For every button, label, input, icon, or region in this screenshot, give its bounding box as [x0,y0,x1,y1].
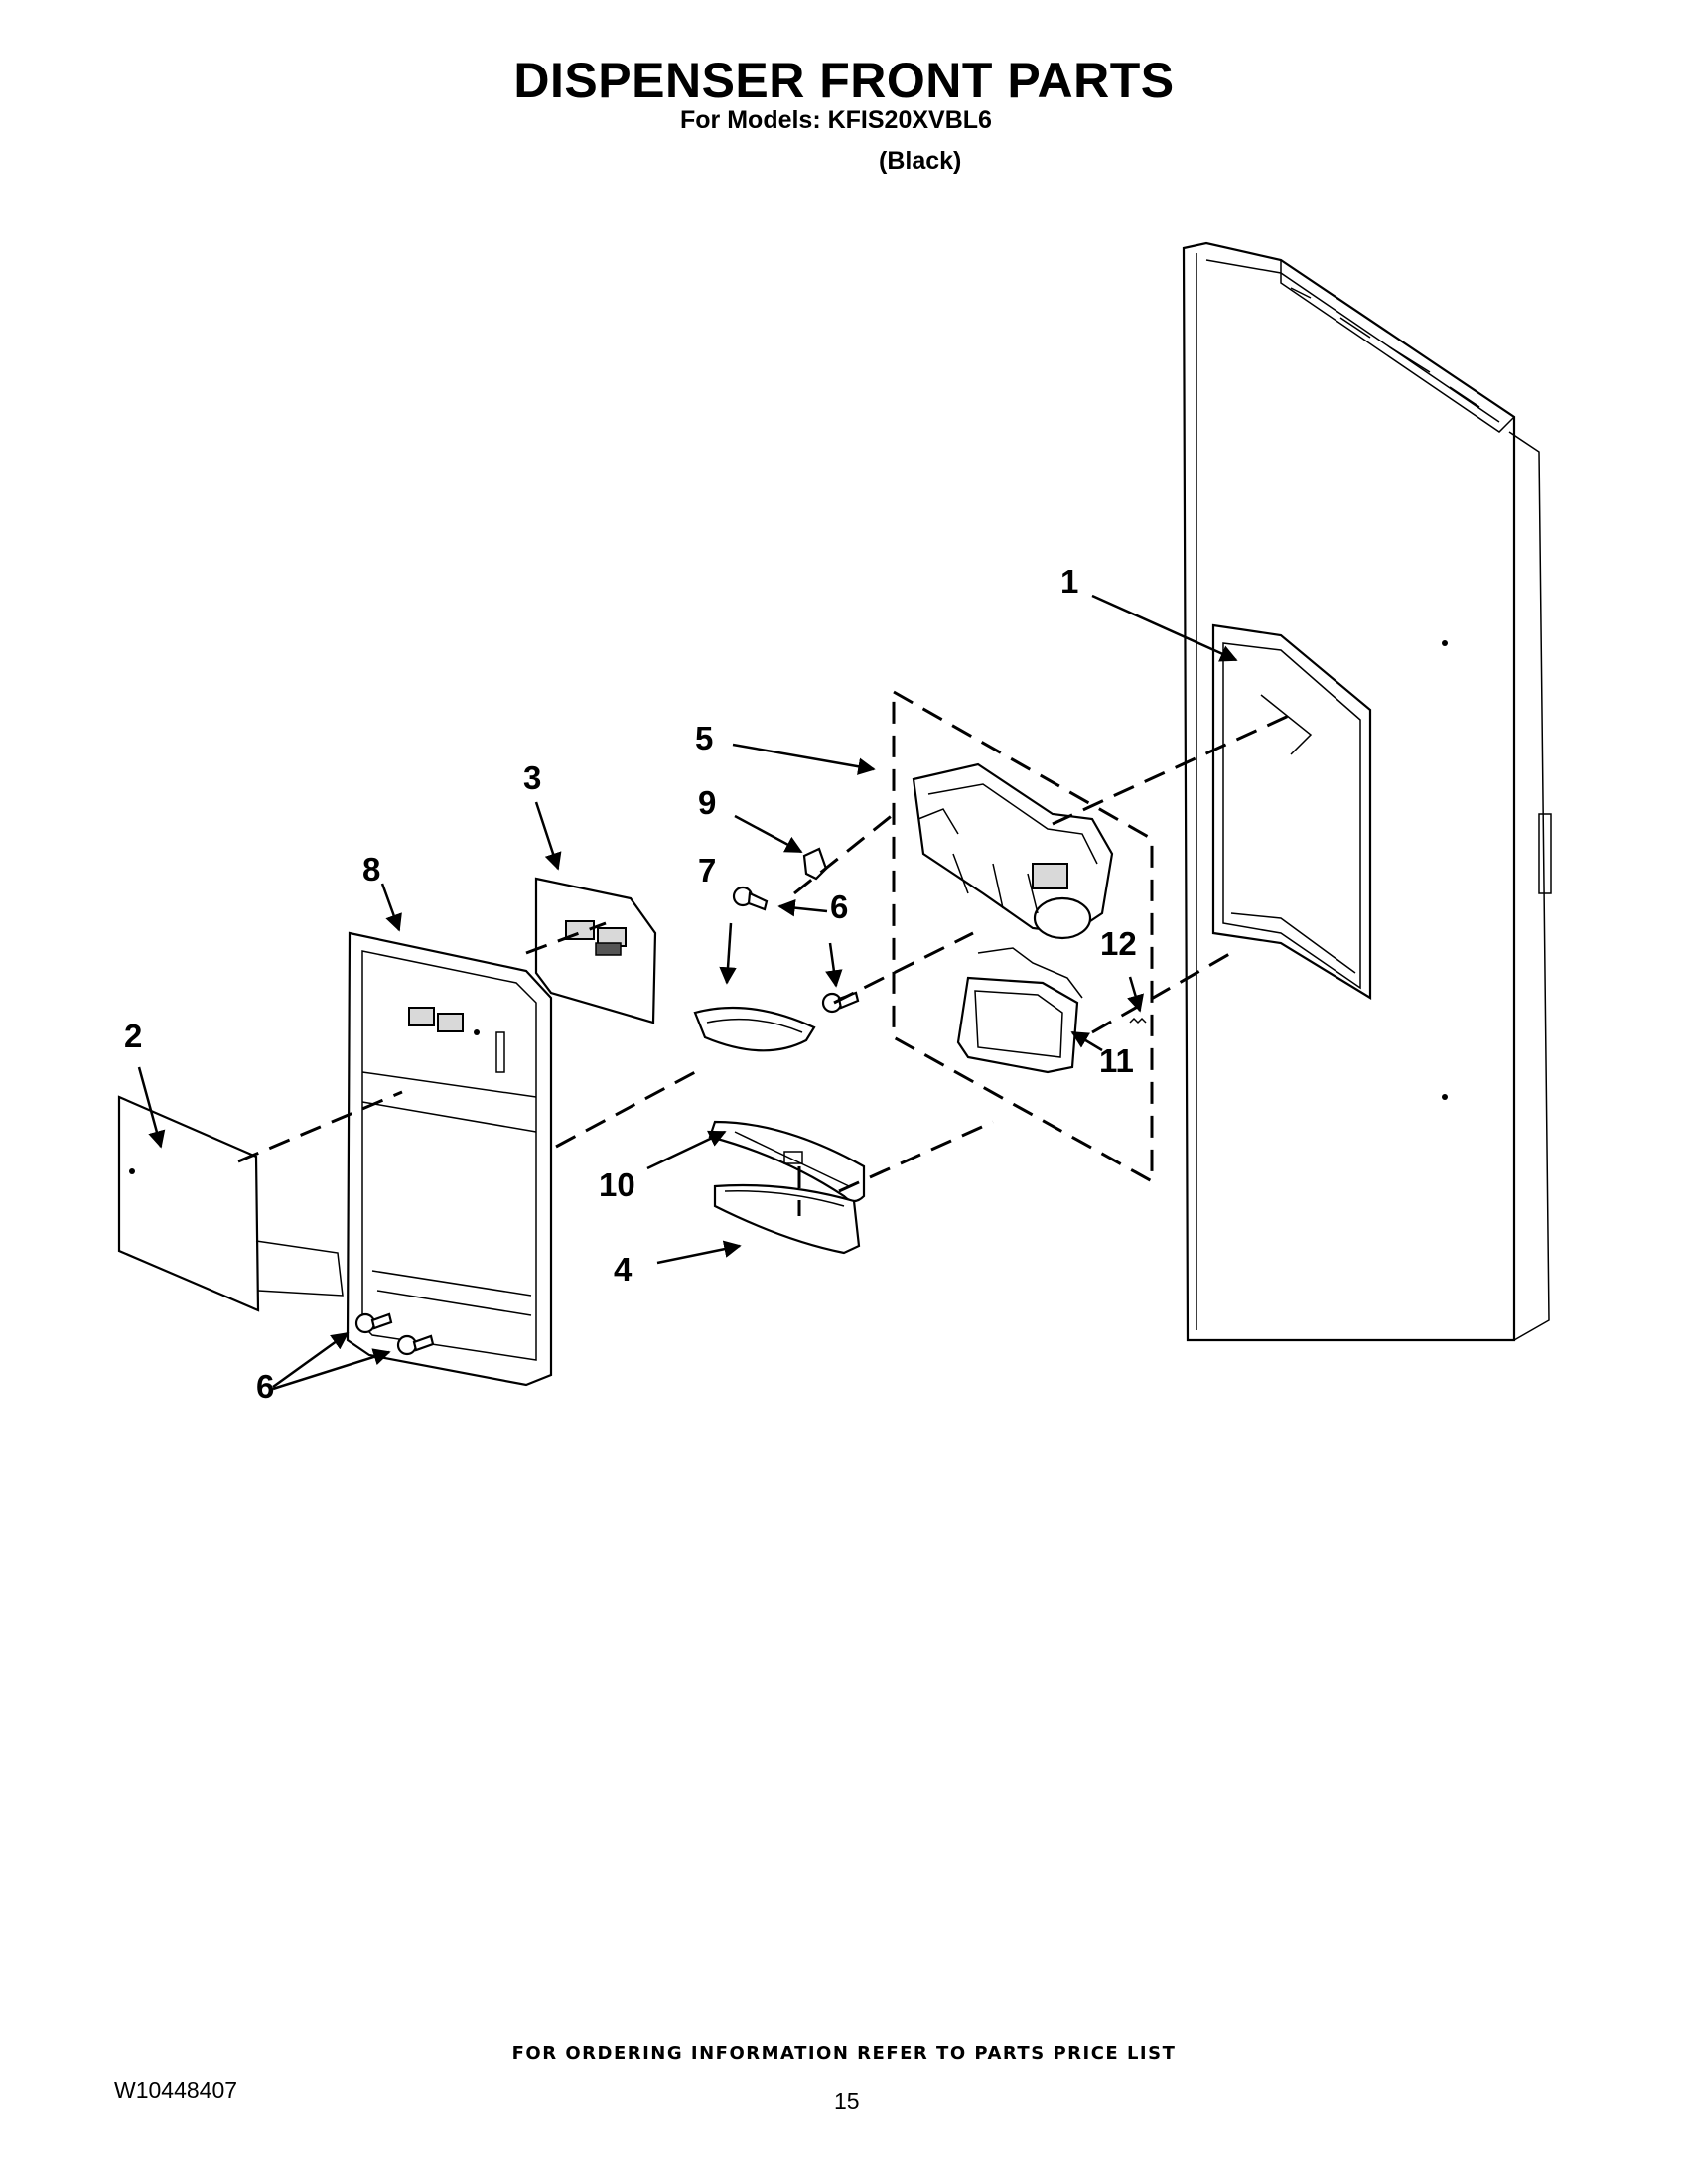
drip-tray-part [713,1183,861,1255]
screw-mid-upper-part [732,886,769,911]
callout-6-bottom: 6 [256,1368,274,1405]
callout-1: 1 [1060,563,1078,600]
control-board-part [534,877,657,1024]
leader-lines [137,594,1238,1391]
callout-2: 2 [124,1018,142,1054]
callout-5: 5 [695,720,713,756]
model-variant: (Black) [879,147,962,175]
page-number: 15 [834,2088,860,2114]
chute-guide-part [693,1006,816,1052]
document-number: W10448407 [114,2077,238,2103]
page-title: DISPENSER FRONT PARTS [513,53,1175,108]
screw-mid-lower-part [821,991,860,1014]
callout-9: 9 [698,784,716,821]
assembly-boundary [892,689,1154,1184]
screw-bottom-upper-part [354,1312,393,1334]
dispenser-frame-part [346,931,553,1387]
callout-10: 10 [599,1166,635,1203]
callout-4: 4 [614,1251,633,1288]
screw-bottom-lower-part [396,1334,435,1356]
label-part [117,1095,344,1312]
callout-3: 3 [523,759,541,796]
callout-6-mid: 6 [830,888,848,925]
spring-part [1129,1017,1147,1024]
callout-11: 11 [1099,1042,1134,1079]
paddle-part [956,947,1083,1074]
callout-12: 12 [1100,925,1137,962]
alignment-lines [237,713,1292,1216]
dispenser-mechanism-part [912,762,1114,940]
clip-part [802,847,828,881]
ordering-note: FOR ORDERING INFORMATION REFER TO PARTS … [511,2043,1177,2064]
callout-8: 8 [362,851,380,887]
callout-7: 7 [698,852,716,888]
door-panel-part [1182,241,1552,1342]
models-line: For Models: KFIS20XVBL6 [680,106,992,134]
